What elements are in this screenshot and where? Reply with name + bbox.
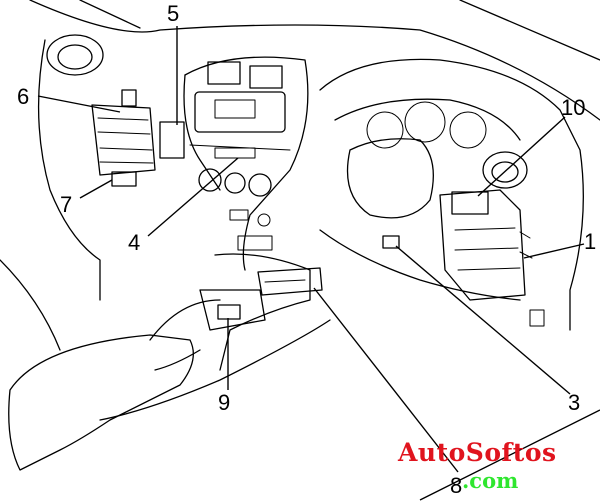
leader-4 <box>147 157 239 237</box>
gauge <box>404 101 446 143</box>
steering-hub <box>346 138 434 219</box>
connector-7 <box>111 171 137 187</box>
center-stack <box>184 56 309 271</box>
left-vent <box>46 34 104 76</box>
console-side <box>149 299 221 341</box>
ecu-connector <box>264 279 306 283</box>
callout-8: 8 <box>450 473 463 498</box>
callout-6: 6 <box>17 84 30 109</box>
scratch-line <box>419 409 600 501</box>
relay-top <box>121 89 137 107</box>
callout-5: 5 <box>167 1 180 26</box>
junction-block-left <box>91 104 156 176</box>
lighter <box>257 213 271 227</box>
center-stack-left <box>183 74 221 191</box>
relay-rows <box>97 117 154 164</box>
pillar-line <box>79 0 141 29</box>
bracket <box>529 309 545 327</box>
shift-console <box>214 253 311 371</box>
left-panel <box>37 39 101 301</box>
switch-strip <box>214 147 256 159</box>
left-vent-inner <box>57 44 93 70</box>
right-vent-inner <box>491 161 519 183</box>
dash-top-outline <box>29 0 600 121</box>
right-vent <box>482 151 528 189</box>
relay-5 <box>159 121 185 159</box>
callout-1: 1 <box>584 229 597 254</box>
pillar-line <box>459 0 600 61</box>
hvac-knob <box>224 172 246 194</box>
callout-3: 3 <box>568 390 581 415</box>
tray <box>237 235 273 251</box>
shift-knob-box <box>217 304 241 320</box>
hvac-knob <box>198 168 222 192</box>
audio-display <box>214 99 256 119</box>
watermark-suffix: .com <box>462 468 519 493</box>
gauge <box>366 111 404 149</box>
cluster-rim <box>334 98 521 141</box>
leader-3 <box>395 245 571 395</box>
door-line <box>0 259 61 351</box>
callout-10: 10 <box>561 95 586 120</box>
armrest <box>8 334 194 471</box>
junction-block-right <box>439 189 526 301</box>
center-vent <box>207 61 241 85</box>
center-vent <box>249 65 283 89</box>
leader-1 <box>523 243 585 259</box>
shift-gate <box>199 289 266 331</box>
hvac-knob <box>248 173 272 197</box>
ecu-box <box>257 267 323 296</box>
leader-8 <box>313 287 459 473</box>
relay-10 <box>451 191 489 215</box>
small-switch <box>382 235 400 249</box>
console-base <box>99 319 331 421</box>
audio-unit <box>194 91 286 133</box>
leader-10 <box>477 116 566 197</box>
leader-7 <box>79 179 113 199</box>
console-groove <box>154 349 201 371</box>
gauge <box>449 111 487 149</box>
fuse-rows <box>454 227 521 271</box>
cluster-hood <box>319 58 584 331</box>
callout-9: 9 <box>218 390 231 415</box>
outlet <box>229 209 249 221</box>
watermark-brand: AutoSoftos <box>398 438 557 467</box>
leader-6 <box>37 95 121 113</box>
lower-dash <box>319 229 521 301</box>
callout-4: 4 <box>128 230 141 255</box>
callout-7: 7 <box>60 192 73 217</box>
